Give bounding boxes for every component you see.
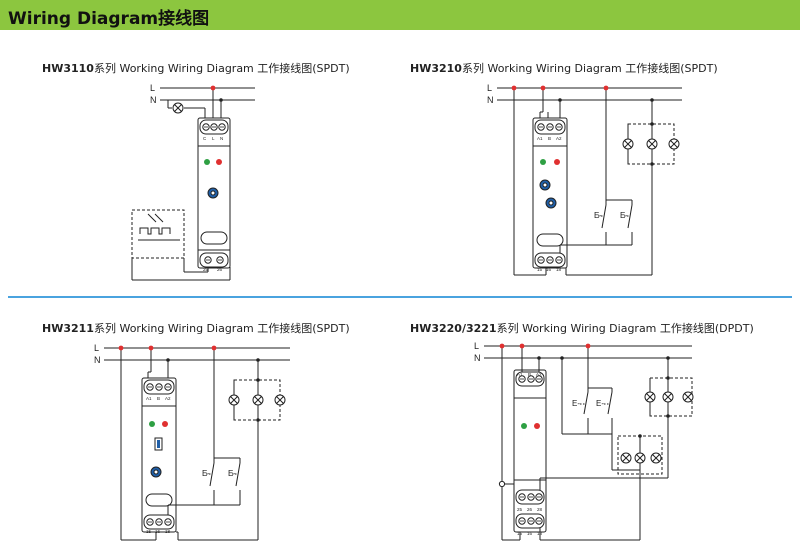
svg-text:A1: A1	[146, 396, 152, 401]
svg-text:26: 26	[527, 507, 533, 512]
adjust-knob-icon	[150, 466, 162, 478]
svg-text:B: B	[157, 396, 160, 401]
lamp-icon	[252, 394, 264, 406]
line-l-label: L	[474, 341, 479, 351]
svg-text:18: 18	[537, 531, 543, 536]
lamp-icon	[620, 452, 632, 464]
switch-label: E-	[594, 211, 602, 220]
lamp-icon	[644, 391, 656, 403]
svg-text:N: N	[220, 136, 223, 141]
svg-text:28: 28	[537, 507, 543, 512]
svg-text:A1: A1	[517, 372, 523, 377]
switch-label: E-	[228, 469, 236, 478]
switch-label: E-	[202, 469, 210, 478]
lamp-icon	[172, 102, 184, 114]
lamp-icon	[662, 391, 674, 403]
diagram-hw3220	[484, 345, 694, 541]
lamp-icon	[650, 452, 662, 464]
line-n-label: N	[94, 355, 101, 365]
svg-text:15: 15	[146, 529, 152, 534]
svg-text:25: 25	[203, 267, 209, 272]
svg-text:C: C	[203, 136, 207, 141]
dip-switch	[157, 440, 160, 448]
diagram-hw3211	[104, 347, 290, 541]
line-n-label: N	[150, 95, 157, 105]
svg-text:16: 16	[546, 267, 552, 272]
switch-label: E-	[572, 399, 580, 408]
led-green	[521, 423, 527, 429]
svg-text:L: L	[212, 136, 215, 141]
lamp-icon	[668, 138, 680, 150]
lamp-icon	[228, 394, 240, 406]
svg-text:26: 26	[217, 267, 223, 272]
led-green	[204, 159, 210, 165]
line-l-label: L	[94, 343, 99, 353]
svg-text:B: B	[528, 372, 531, 377]
led-green	[540, 159, 546, 165]
svg-text:A2: A2	[165, 396, 171, 401]
diagram-hw3210	[497, 87, 682, 276]
lamp-icon	[622, 138, 634, 150]
lamp-icon	[646, 138, 658, 150]
svg-text:A2: A2	[536, 372, 542, 377]
lamp-icon	[682, 391, 694, 403]
adjust-knob-icon	[207, 187, 219, 199]
svg-text:A1: A1	[537, 136, 543, 141]
svg-text:16: 16	[527, 531, 533, 536]
lamp-icon	[274, 394, 286, 406]
line-l-label: L	[487, 83, 492, 93]
led-red	[554, 159, 560, 165]
adjust-knob-icon	[545, 197, 557, 209]
svg-text:A2: A2	[556, 136, 562, 141]
led-red	[534, 423, 540, 429]
line-n-label: N	[487, 95, 494, 105]
diagram-title-hw3211: HW3211系列 Working Wiring Diagram 工作接线图(SP…	[42, 322, 350, 335]
svg-text:25: 25	[517, 507, 523, 512]
sensor-box	[131, 209, 185, 259]
page-title: Wiring Diagram接线图	[8, 9, 210, 29]
switch-label: E-	[596, 399, 604, 408]
line-l-label: L	[150, 83, 155, 93]
svg-text:16: 16	[155, 529, 161, 534]
led-green	[149, 421, 155, 427]
led-red	[216, 159, 222, 165]
diagram-title-hw3220: HW3220/3221系列 Working Wiring Diagram 工作接…	[410, 322, 754, 335]
lamp-icon	[634, 452, 646, 464]
svg-text:B: B	[548, 136, 551, 141]
svg-text:18: 18	[165, 529, 171, 534]
diagram-title-hw3110: HW3110系列 Working Wiring Diagram 工作接线图(SP…	[42, 62, 350, 75]
section-divider	[8, 296, 792, 298]
led-red	[162, 421, 168, 427]
diagram-hw3110	[131, 87, 255, 281]
line-n-label: N	[474, 353, 481, 363]
header-banner: Wiring Diagram接线图	[0, 0, 800, 30]
svg-text:18: 18	[556, 267, 562, 272]
svg-text:15: 15	[517, 531, 523, 536]
svg-text:15: 15	[537, 267, 543, 272]
switch-label: E-	[620, 211, 628, 220]
adjust-knob-icon	[539, 179, 551, 191]
diagram-title-hw3210: HW3210系列 Working Wiring Diagram 工作接线图(SP…	[410, 62, 718, 75]
